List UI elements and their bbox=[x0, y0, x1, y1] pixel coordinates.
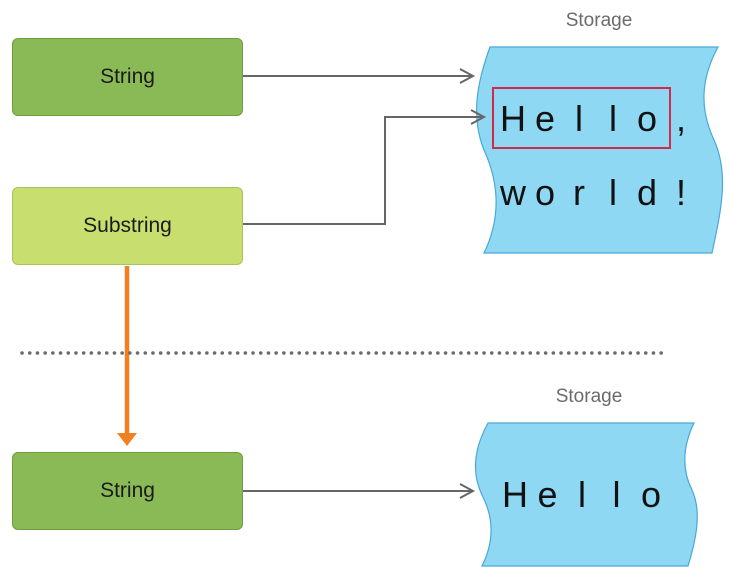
storage-shape-top bbox=[475, 46, 724, 254]
storage-label-top: Storage bbox=[565, 10, 633, 31]
substring-box: Substring bbox=[12, 187, 243, 265]
storage-row-1: H e l l o , bbox=[500, 98, 692, 140]
storage-char: l bbox=[575, 98, 583, 139]
storage-char: o bbox=[636, 98, 658, 139]
storage-shape-bottom bbox=[474, 422, 698, 567]
storage-char: l bbox=[578, 474, 586, 515]
conversion-arrow bbox=[117, 266, 137, 446]
storage-char: w bbox=[500, 172, 526, 213]
storage-row-2: w o r l d ! bbox=[500, 172, 692, 214]
storage-char: H bbox=[502, 474, 528, 515]
connector-string-to-storage-bottom bbox=[243, 483, 476, 499]
storage-char: d bbox=[636, 172, 658, 213]
connector-substring-to-storage bbox=[243, 109, 487, 225]
storage-char: o bbox=[534, 172, 556, 213]
storage-row-bottom: H e l l o bbox=[502, 474, 662, 516]
storage-char: , bbox=[675, 98, 686, 139]
substring-label: Substring bbox=[83, 214, 172, 237]
storage-char: l bbox=[609, 172, 617, 213]
storage-char: r bbox=[573, 172, 585, 213]
storage-char: l bbox=[612, 474, 621, 515]
substring-highlight bbox=[492, 87, 671, 149]
connector-string-to-storage bbox=[243, 68, 476, 84]
string-box-bottom: String bbox=[12, 452, 243, 530]
storage-char: e bbox=[534, 98, 556, 139]
storage-char: ! bbox=[675, 172, 686, 213]
storage-char: o bbox=[640, 474, 662, 515]
storage-char: l bbox=[609, 98, 617, 139]
string-box-top: String bbox=[12, 38, 243, 116]
string-label-bottom: String bbox=[100, 479, 155, 502]
string-label-top: String bbox=[100, 65, 155, 88]
storage-char: e bbox=[537, 474, 558, 515]
storage-char: H bbox=[500, 98, 526, 139]
storage-label-bottom: Storage bbox=[555, 386, 623, 407]
